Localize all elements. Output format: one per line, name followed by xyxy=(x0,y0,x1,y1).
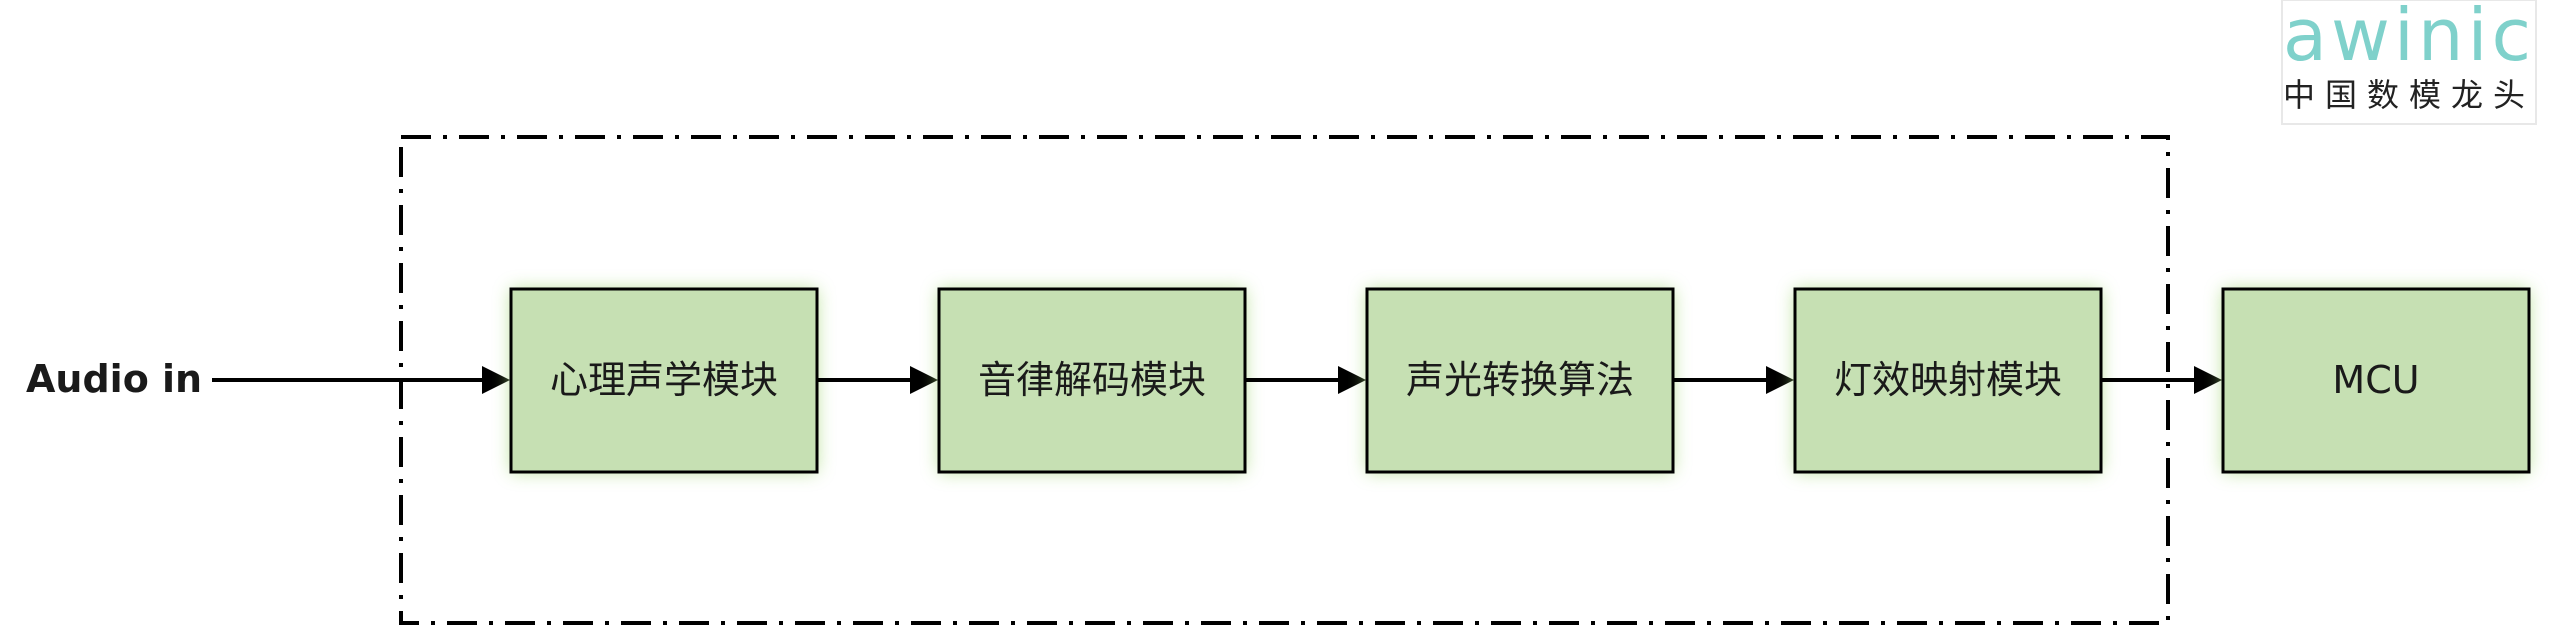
arrow-2-head xyxy=(1338,366,1366,394)
block-psychoacoustic-label: 心理声学模块 xyxy=(550,358,778,402)
arrow-3-head xyxy=(1766,366,1794,394)
block-psychoacoustic: 心理声学模块 xyxy=(509,287,819,474)
logo-frame xyxy=(2281,0,2537,125)
block-sound-light-label: 声光转换算法 xyxy=(1406,358,1634,402)
block-sound-light: 声光转换算法 xyxy=(1365,287,1675,474)
block-rhythm-decode-label: 音律解码模块 xyxy=(978,358,1206,402)
block-rhythm-decode: 音律解码模块 xyxy=(937,287,1247,474)
logo-tagline-text: 中国数模龙头 xyxy=(2283,76,2535,114)
arrow-1-head xyxy=(910,366,938,394)
block-rhythm-decode-box xyxy=(937,287,1247,474)
block-light-map: 灯效映射模块 xyxy=(1793,287,2103,474)
block-psychoacoustic-box xyxy=(509,287,819,474)
audio-input-label: Audio in xyxy=(26,357,202,401)
block-sound-light-box xyxy=(1365,287,1675,474)
arrow-4-head xyxy=(2194,366,2222,394)
block-mcu: MCU xyxy=(2221,287,2531,474)
block-mcu-label: MCU xyxy=(2332,358,2419,402)
awinic-logo: awinic 中国数模龙头 xyxy=(2281,0,2537,125)
block-light-map-label: 灯效映射模块 xyxy=(1834,358,2062,402)
input-arrow-head xyxy=(482,366,510,394)
block-mcu-box xyxy=(2221,287,2531,474)
logo-brand-text: awinic xyxy=(2283,0,2535,77)
